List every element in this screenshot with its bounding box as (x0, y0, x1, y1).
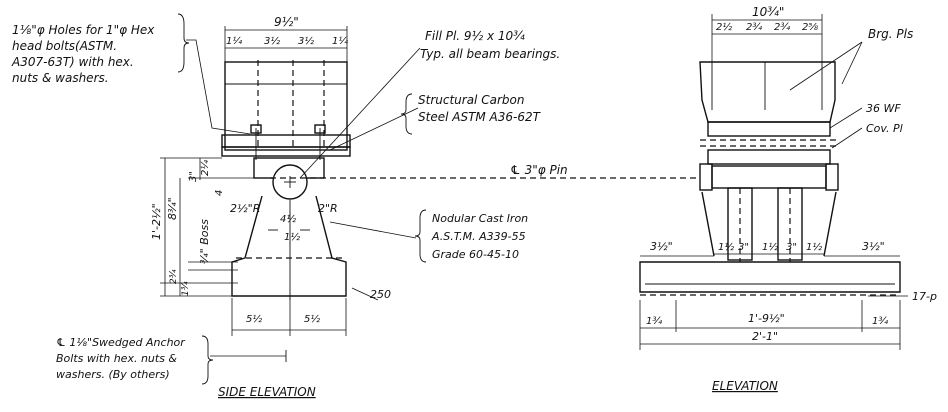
side-dim-top-total: 9½" (274, 15, 299, 29)
elev-dim-mid-d: 3" (786, 242, 797, 253)
elev-dim-top-c: 2¾ (774, 22, 790, 33)
side-structural-plate (221, 146, 351, 157)
side-dim-h-a: 8¾" (166, 197, 179, 220)
side-dim-h-total: 1'-2½" (150, 203, 163, 240)
elevation-view (639, 14, 908, 350)
weld-label: 250 (370, 288, 391, 301)
side-dim-top-a: 1¼ (226, 35, 242, 47)
side-dim-center-b: 1½ (284, 231, 300, 243)
side-dim-h-c: 4 (214, 190, 225, 196)
elev-dim-bot-total: 2'-1" (752, 330, 778, 343)
elev-dim-bot-mid: 1'-9½" (748, 312, 785, 325)
elev-dim-bot-left: 1¾ (646, 316, 662, 327)
anchor-note-line-2: Bolts with hex. nuts & (56, 352, 177, 365)
side-dim-h-top: 3" (188, 171, 199, 182)
side-dim-r-right: 2"R (318, 202, 338, 215)
brg-pl-label: Brg. Pls (868, 27, 913, 41)
elev-cover-plate (707, 121, 831, 137)
side-cast-bearing (231, 195, 347, 297)
elev-dim-side-right: 3½" (862, 240, 885, 253)
holes-note-line-2: head bolts(ASTM. (12, 39, 117, 53)
iron-note-line-3: Grade 60-45-10 (432, 248, 519, 261)
side-dim-center-a: 4½ (280, 213, 296, 225)
side-dim-bot-b: 5½ (304, 313, 320, 325)
elev-dim-mid-b: 3" (738, 242, 749, 253)
elev-dim-top-a: 2½ (716, 21, 732, 33)
elev-beam-block (699, 61, 836, 123)
elev-dim-top-d: 2⅝ (802, 22, 818, 33)
holes-note-line-3: A307-63T) with hex. (11, 55, 134, 69)
side-elevation (160, 13, 700, 385)
pin-label: ℄ 3"φ Pin (510, 163, 568, 177)
side-dim-bot-a: 5½ (246, 313, 262, 325)
steel-note-line-2: Steel ASTM A36-62T (418, 110, 542, 124)
side-dim-top-b: 3½ (264, 35, 280, 47)
side-dim-h-e: 1¾ (181, 281, 191, 296)
elev-dim-mid-c: 1½ (762, 241, 778, 253)
elev-dim-mid-e: 1½ (806, 241, 822, 253)
side-dim-h-d: 2¾ (169, 269, 179, 284)
cov-pl-label: Cov. Pl (866, 122, 903, 135)
fill-plate-note-line-2: Typ. all beam bearings. (420, 47, 560, 61)
holes-note-line-4: nuts & washers. (12, 71, 109, 85)
side-dim-h-b: 2¼ (199, 160, 211, 176)
side-dim-top-d: 1¼ (332, 35, 348, 47)
fill-plate-note-line-1: Fill Pl. 9½ x 10¾ (425, 29, 525, 43)
side-dim-top-c: 3½ (298, 35, 314, 47)
iron-note-line-2: A.S.T.M. A339-55 (431, 230, 526, 243)
wf-label: 36 WF (866, 102, 901, 115)
pl-right-label: 17-p (912, 290, 937, 303)
elev-dim-top-total: 10¾" (752, 5, 784, 19)
side-dim-boss: ¾" Boss (198, 219, 211, 264)
anchor-note-line-1: ℄ 1⅛"Swedged Anchor (56, 336, 186, 349)
elev-dim-top-b: 2¾ (746, 22, 762, 33)
elev-dim-side-left: 3½" (650, 240, 673, 253)
elevation-title: ELEVATION (712, 379, 778, 393)
elev-ribs (701, 191, 837, 257)
side-dim-r-left: 2½"R (230, 202, 260, 215)
elev-fill-plate (707, 149, 831, 165)
elev-dim-mid-a: 1½ (718, 241, 734, 253)
elev-base-plate (639, 261, 901, 293)
elev-dim-bot-right: 1¾ (872, 316, 888, 327)
side-elevation-title: SIDE ELEVATION (218, 385, 316, 399)
anchor-note-line-3: washers. (By others) (56, 368, 170, 381)
holes-note-line-1: 1⅛"φ Holes for 1"φ Hex (12, 23, 155, 37)
side-beam-block (224, 61, 348, 151)
steel-note-line-1: Structural Carbon (418, 93, 524, 107)
iron-note-line-1: Nodular Cast Iron (432, 212, 528, 225)
